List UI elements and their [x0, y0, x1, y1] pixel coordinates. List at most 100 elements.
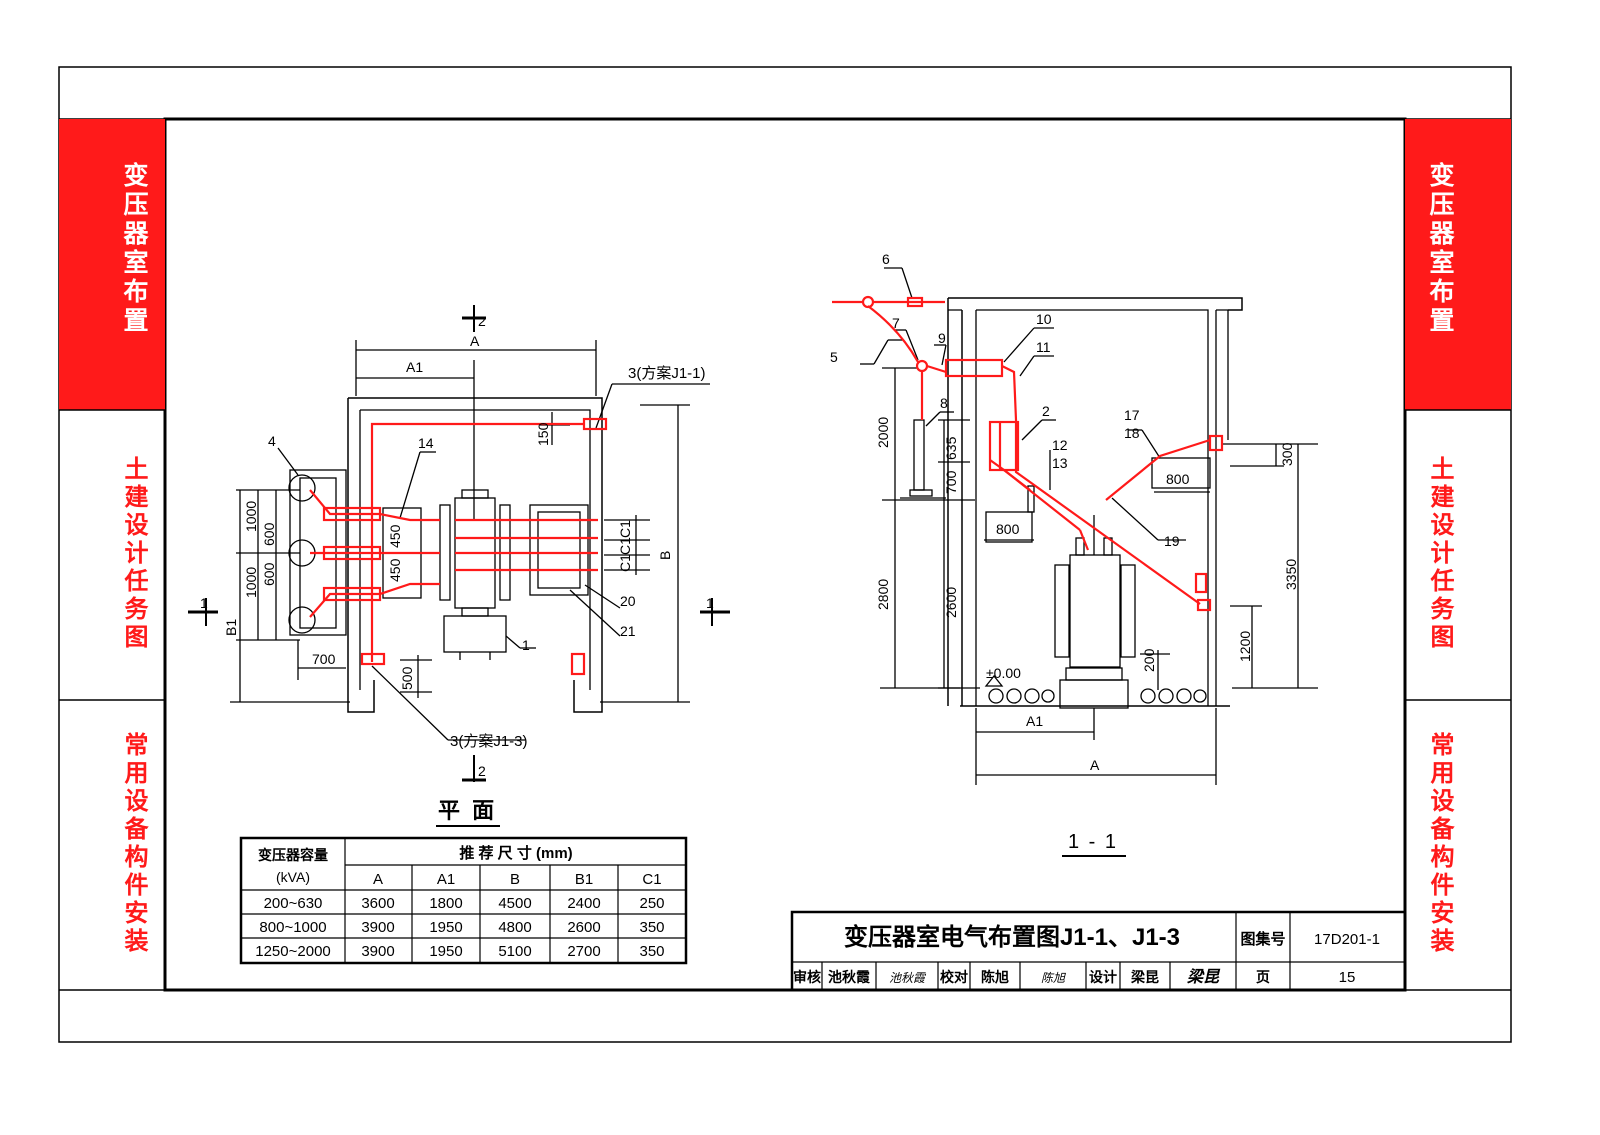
plan-dim-500: 500 [399, 666, 415, 690]
designer-name: 梁昆 [1130, 969, 1159, 985]
design-label: 设计 [1089, 969, 1117, 985]
section-label-17: 17 [1124, 407, 1140, 423]
section-label-8: 8 [940, 395, 948, 411]
drawing-title: 变压器室电气布置图J1-1、J1-3 [844, 923, 1180, 951]
plan-dim-600-bot: 600 [261, 562, 277, 586]
designer-signature: 梁昆 [1186, 968, 1221, 986]
plan-label-4: 4 [268, 433, 276, 449]
plan-dim-450-bot: 450 [387, 558, 403, 582]
right-tab-civil-design[interactable]: 土建设计任务图 [1426, 456, 1454, 652]
section-label-2: 2 [1042, 403, 1050, 419]
table-header-capacity: 变压器容量 [258, 847, 328, 863]
section-label-11: 11 [1036, 339, 1051, 355]
plan-label-3-bottom: 3(方案J1-3) [450, 732, 528, 750]
plan-label-3-top: 3(方案J1-1) [628, 364, 706, 382]
table-row-2-a1: 1950 [429, 919, 462, 936]
section-label-5: 5 [830, 349, 838, 365]
plan-section-mark-top: 2 [478, 313, 486, 329]
left-tab-equipment-install[interactable]: 常用设备构件安装 [120, 732, 148, 956]
section-label-9: 9 [938, 330, 946, 346]
reviewer-name: 池秋霞 [828, 969, 871, 985]
plan-texts: A A1 2 2 1 1 B B1 1000 600 600 1000 450 … [200, 313, 714, 823]
right-tab-equipment-install[interactable]: 常用设备构件安装 [1426, 732, 1454, 956]
table-row-2-a: 3900 [361, 919, 394, 936]
table-col-b1: B1 [575, 871, 593, 888]
table-col-a1: A1 [437, 871, 455, 888]
table-row-1-b1: 2400 [567, 895, 600, 912]
plan-section-mark-bottom: 2 [478, 763, 486, 779]
section-dim-200: 200 [1141, 648, 1157, 672]
plan-dim-b1: B1 [223, 619, 239, 636]
section-dim-a: A [1090, 757, 1100, 773]
title-block: 变压器室电气布置图J1-1、J1-3 图集号 17D201-1 审核 池秋霞 池… [793, 923, 1380, 986]
plan-label-21: 21 [620, 623, 636, 639]
table-row-3-b1: 2700 [567, 943, 600, 960]
section-dim-2600: 2600 [943, 587, 959, 618]
plan-dim-1000-bot: 1000 [243, 567, 259, 598]
table-row-2-c1: 350 [639, 919, 664, 936]
table-row-1-a: 3600 [361, 895, 394, 912]
plan-dim-a1: A1 [406, 359, 423, 375]
plan-section-mark-right: 1 [706, 595, 714, 611]
section-dim-635: 635 [943, 436, 959, 460]
section-label-10: 10 [1036, 311, 1052, 327]
plan-dim-b: B [657, 551, 673, 560]
table-col-a: A [373, 871, 383, 888]
plan-dim-a: A [470, 333, 480, 349]
page-number: 15 [1339, 969, 1356, 986]
table-row-3-a: 3900 [361, 943, 394, 960]
table-row-3-cap: 1250~2000 [255, 943, 331, 960]
table-header-dims: 推 荐 尺 寸 (mm) [459, 844, 572, 862]
plan-label-20: 20 [620, 593, 636, 609]
page-label: 页 [1256, 969, 1270, 985]
table-col-c1: C1 [642, 871, 661, 888]
section-label-6: 6 [882, 251, 890, 267]
plan-dim-700: 700 [312, 651, 336, 667]
section-dim-2000: 2000 [875, 417, 891, 448]
plan-section-mark-left: 1 [200, 595, 208, 611]
section-caption: 1 - 1 [1068, 831, 1118, 853]
table-row-3-a1: 1950 [429, 943, 462, 960]
section-texts: 2000 635 700 2800 2600 800 800 300 3350 … [830, 251, 1299, 853]
plan-dim-450-top: 450 [387, 524, 403, 548]
plan-dim-600-top: 600 [261, 522, 277, 546]
section-dim-800-right: 800 [1166, 471, 1190, 487]
atlas-label: 图集号 [1240, 930, 1285, 948]
plan-dim-1000-top: 1000 [243, 501, 259, 532]
review-label: 审核 [793, 969, 821, 985]
table-col-b: B [510, 871, 520, 888]
section-dim-300: 300 [1279, 442, 1295, 466]
dimension-table-grid [239, 836, 688, 965]
section-dim-a1: A1 [1026, 713, 1043, 729]
plan-dim-150: 150 [535, 422, 551, 446]
section-view [860, 267, 1318, 857]
section-label-19: 19 [1164, 533, 1180, 549]
section-dim-800-left: 800 [996, 521, 1020, 537]
right-tab-active[interactable] [1405, 119, 1511, 410]
table-row-1-cap: 200~630 [264, 895, 323, 912]
plan-dim-c1-b: C1 [617, 537, 633, 555]
section-dim-700: 700 [943, 470, 959, 494]
plan-dim-c1-a: C1 [617, 520, 633, 538]
section-dim-2800: 2800 [875, 579, 891, 610]
table-row-3-c1: 350 [639, 943, 664, 960]
inner-frame [163, 117, 1407, 992]
reviewer-signature: 池秋霞 [889, 971, 927, 985]
section-dim-1200: 1200 [1237, 631, 1253, 662]
left-tab-active[interactable] [59, 119, 165, 410]
outer-frame [58, 66, 1512, 1043]
plan-caption: 平 面 [438, 798, 497, 823]
right-tab-transformer-room[interactable]: 变压器室布置 [1426, 162, 1455, 336]
checker-signature: 陈旭 [1041, 971, 1066, 985]
plan-label-14: 14 [418, 435, 434, 451]
title-block-grid [790, 910, 1407, 992]
plan-label-1: 1 [522, 637, 530, 653]
left-tab-civil-design[interactable]: 土建设计任务图 [120, 456, 148, 652]
left-tab-transformer-room[interactable]: 变压器室布置 [120, 162, 149, 336]
section-dim-3350: 3350 [1283, 559, 1299, 590]
plan-red-cables [309, 417, 608, 676]
checker-name: 陈旭 [981, 969, 1009, 985]
table-row-1-a1: 1800 [429, 895, 462, 912]
